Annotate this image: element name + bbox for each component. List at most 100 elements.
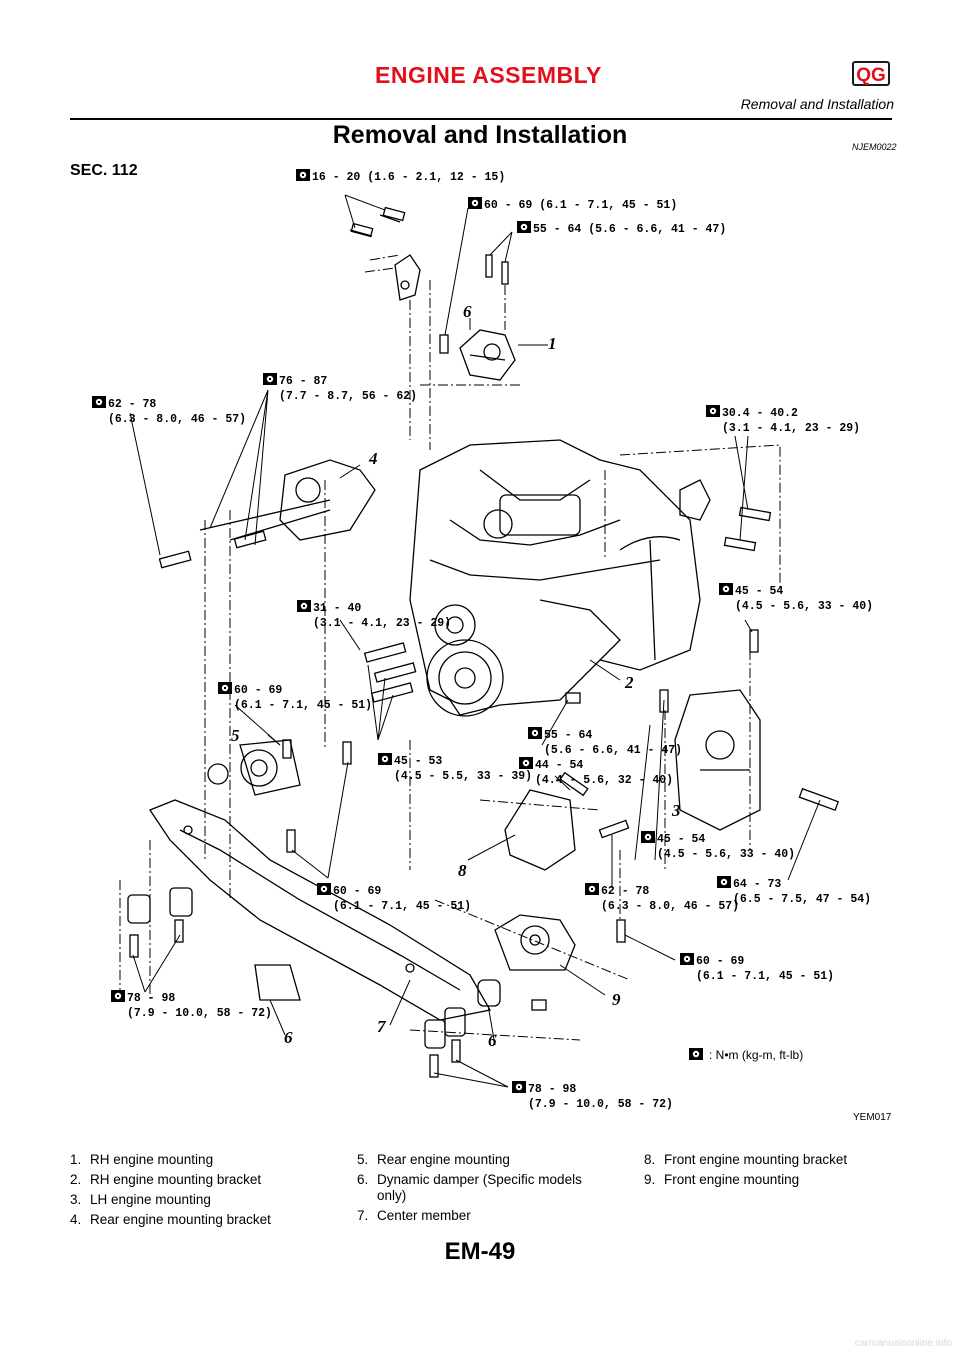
item-text: Center member	[377, 1208, 471, 1223]
torque-value-alt: (6.1 - 7.1, 45 - 51)	[696, 970, 835, 983]
torque-value-alt: (6.1 - 7.1, 45 - 51)	[333, 900, 472, 913]
parts-list-column-3: 8.Front engine mounting bracket 9.Front …	[644, 1150, 847, 1190]
torque-value: 78 - 98	[127, 992, 176, 1005]
item-text: Front engine mounting bracket	[664, 1152, 848, 1167]
torque-wrench-icon	[468, 197, 482, 209]
torque-wrench-icon	[517, 221, 531, 233]
torque-label: 60 - 69 (6.1 - 7.1, 45 - 51)	[218, 682, 372, 713]
torque-value-alt: (6.3 - 8.0, 46 - 57)	[108, 413, 247, 426]
torque-value: 30.4 - 40.2	[722, 407, 798, 420]
torque-value: 16 - 20 (1.6 - 2.1, 12 - 15)	[312, 171, 506, 184]
engine-code-badge: QG	[852, 61, 890, 86]
torque-value: 76 - 87	[279, 375, 328, 388]
torque-value: 31 - 40	[313, 602, 362, 615]
torque-value: 45 - 54	[657, 833, 706, 846]
torque-value-alt: (4.5 - 5.6, 33 - 40)	[735, 600, 874, 613]
torque-value: 45 - 53	[394, 755, 443, 768]
list-item: 5. Rear engine mounting	[357, 1150, 602, 1170]
watermark: carmanualsonline.info	[854, 1338, 952, 1349]
list-item: 9.Front engine mounting	[644, 1170, 847, 1190]
legend-text: : N•m (kg-m, ft-lb)	[709, 1048, 804, 1062]
torque-value-alt: (7.7 - 8.7, 56 - 62)	[279, 390, 418, 403]
item-text: LH engine mounting	[90, 1192, 211, 1207]
callout-2: 2	[625, 673, 634, 692]
torque-value: 64 - 73	[733, 878, 782, 891]
torque-value-alt: (4.4 - 5.6, 32 - 40)	[535, 774, 674, 787]
torque-label: 44 - 54 (4.4 - 5.6, 32 - 40)	[519, 757, 673, 788]
torque-value: 44 - 54	[535, 759, 584, 772]
torque-value: 55 - 64	[544, 729, 593, 742]
torque-wrench-icon	[296, 169, 310, 181]
torque-value-alt: (5.6 - 6.6, 41 - 47)	[544, 744, 683, 757]
torque-value-alt: (6.5 - 7.5, 47 - 54)	[733, 893, 872, 906]
figure-code: YEM017	[853, 1112, 892, 1123]
torque-label: 62 - 78(6.3 - 8.0, 46 - 57)	[585, 883, 739, 914]
torque-wrench-icon	[111, 990, 125, 1002]
torque-value: 45 - 54	[735, 585, 784, 598]
torque-value: 62 - 78	[601, 885, 650, 898]
section-header-subtitle: Removal and Installation	[740, 96, 894, 112]
torque-label: 45 - 53 (4.5 - 5.5, 33 - 39)	[378, 753, 532, 784]
page-number: EM-49	[444, 1238, 516, 1265]
section-number: SEC. 112	[70, 162, 138, 179]
item-text: RH engine mounting	[90, 1152, 214, 1167]
item-text: RH engine mounting bracket	[90, 1172, 262, 1187]
torque-label: 31 - 40(3.1 - 4.1, 23 - 29)	[297, 600, 451, 631]
item-number: 3.	[70, 1192, 82, 1207]
torque-label: 55 - 64 (5.6 - 6.6, 41 - 47)	[528, 727, 682, 758]
callout-7: 7	[377, 1017, 386, 1036]
torque-value-alt: (7.9 - 10.0, 58 - 72)	[127, 1007, 272, 1020]
callout-1: 1	[548, 334, 557, 353]
torque-label: 62 - 78(6.3 - 8.0, 46 - 57)	[92, 396, 246, 427]
parts-list-column-2: 5.Rear engine mounting 6.Dynamic damper …	[357, 1150, 602, 1226]
parts-list-column-1: 1.RH engine mounting 2. RH engine mountin…	[70, 1150, 271, 1230]
torque-wrench-icon	[317, 883, 331, 895]
torque-label: 45 - 54 (4.5 - 5.6, 33 - 40)	[719, 583, 873, 614]
item-text: Rear engine mounting	[377, 1152, 510, 1167]
torque-wrench-icon	[585, 883, 599, 895]
item-text: Rear engine mounting bracket	[90, 1212, 271, 1227]
torque-wrench-icon	[719, 583, 733, 595]
torque-value-alt: (4.5 - 5.6, 33 - 40)	[657, 848, 796, 861]
header-divider	[70, 118, 892, 120]
item-number: 5.	[357, 1152, 369, 1167]
callout-6: 6	[284, 1028, 293, 1047]
item-number: 4.	[70, 1212, 82, 1227]
torque-value: 60 - 69 (6.1 - 7.1, 45 - 51)	[484, 199, 678, 212]
list-item: 7. Center member	[357, 1206, 602, 1226]
list-item: 4. Rear engine mounting bracket	[70, 1210, 271, 1230]
item-number: 7.	[357, 1208, 369, 1223]
torque-wrench-icon	[297, 600, 311, 612]
item-number: 2.	[70, 1172, 82, 1187]
torque-wrench-icon	[528, 727, 542, 739]
torque-value-alt: (7.9 - 10.0, 58 - 72)	[528, 1098, 673, 1111]
callout-8: 8	[458, 861, 467, 880]
reference-code: NJEM0022	[852, 142, 897, 152]
torque-value: 60 - 69	[234, 684, 283, 697]
torque-value: 78 - 98	[528, 1083, 577, 1096]
torque-value-alt: (6.1 - 7.1, 45 - 51)	[234, 699, 373, 712]
torque-label: 60 - 69(6.1 - 7.1, 45 - 51)	[317, 883, 471, 914]
torque-value-alt: (4.5 - 5.5, 33 - 39)	[394, 770, 533, 783]
torque-label: 60 - 69(6.1 - 7.1, 45 - 51)	[680, 953, 834, 984]
list-item: 1.RH engine mounting	[70, 1150, 271, 1170]
torque-wrench-icon	[512, 1081, 526, 1093]
torque-label: 55 - 64 (5.6 - 6.6, 41 - 47)	[517, 221, 726, 237]
torque-label: 45 - 54 (4.5 - 5.6, 33 - 40)	[641, 831, 795, 862]
torque-value-alt: (3.1 - 4.1, 23 - 29)	[722, 422, 861, 435]
callout-6: 6	[463, 302, 472, 321]
torque-label: 76 - 87 (7.7 - 8.7, 56 - 62)	[263, 373, 417, 404]
list-item: 8.Front engine mounting bracket	[644, 1150, 847, 1170]
torque-wrench-icon	[641, 831, 655, 843]
section-header-title: ENGINE ASSEMBLY	[375, 62, 602, 88]
page-title: Removal and Installation	[332, 121, 628, 149]
torque-wrench-icon	[689, 1048, 703, 1060]
torque-value: 55 - 64 (5.6 - 6.6, 41 - 47)	[533, 223, 727, 236]
torque-label: 64 - 73 (6.5 - 7.5, 47 - 54)	[717, 876, 871, 907]
callout-6: 6	[488, 1031, 497, 1050]
item-text: Dynamic damper (Specific models only)	[377, 1172, 582, 1203]
torque-wrench-icon	[218, 682, 232, 694]
torque-label: 60 - 69 (6.1 - 7.1, 45 - 51)	[468, 197, 677, 213]
torque-wrench-icon	[263, 373, 277, 385]
item-number: 9.	[644, 1172, 656, 1187]
